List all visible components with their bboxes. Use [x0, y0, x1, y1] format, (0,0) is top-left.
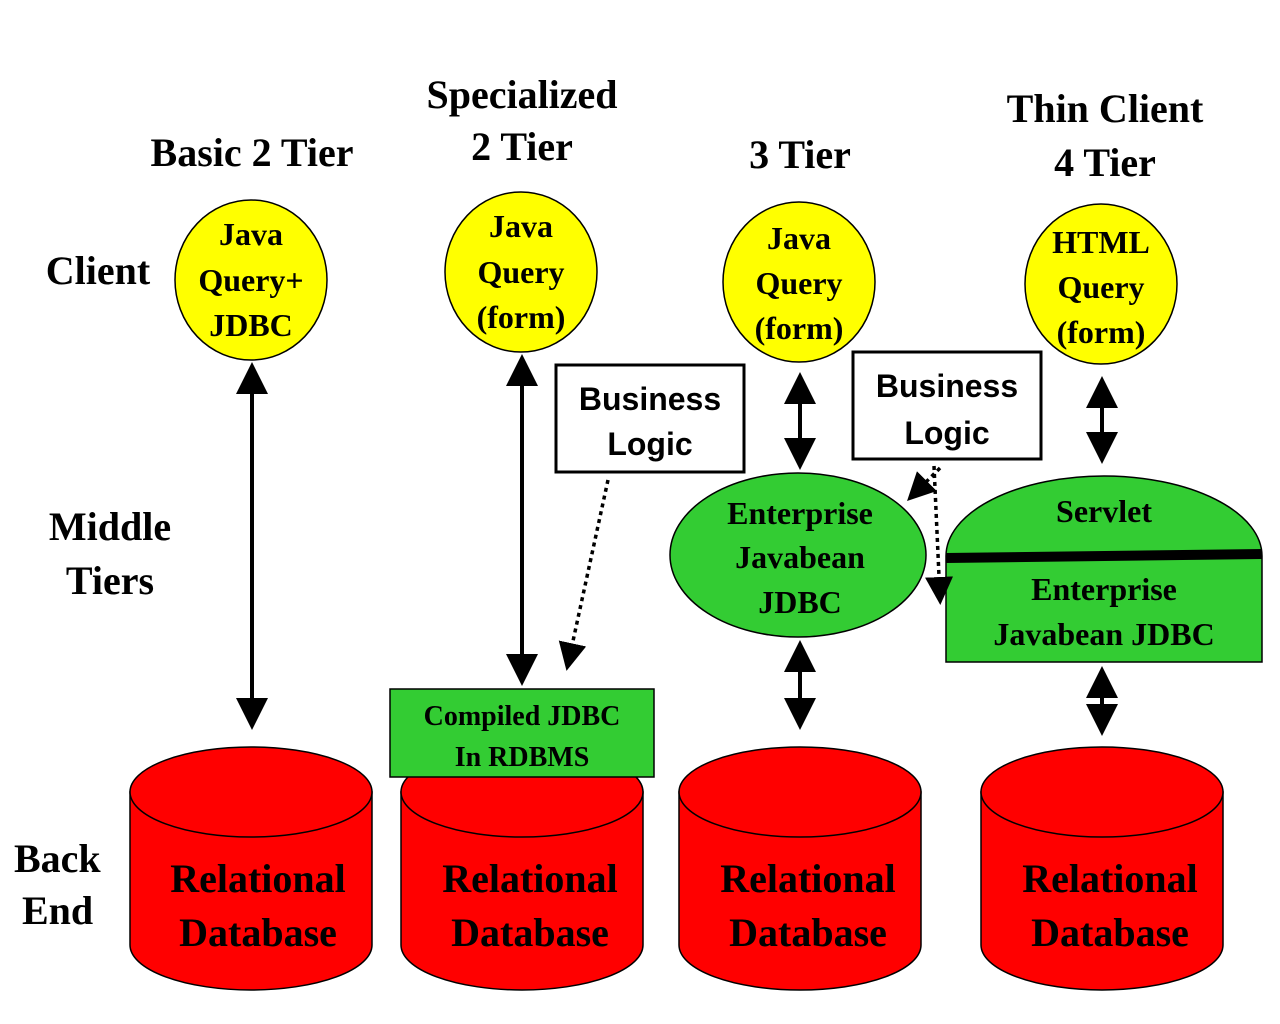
title-3-tier: 3 Tier: [749, 132, 851, 177]
database-basic-2-tier: Relational Database: [129, 746, 373, 991]
svg-text:Query+: Query+: [198, 262, 303, 298]
servlet-label: Servlet: [1056, 493, 1152, 529]
svg-text:Back: Back: [14, 836, 101, 881]
svg-text:Database: Database: [1031, 910, 1189, 955]
svg-text:Business: Business: [579, 381, 721, 417]
svg-text:(form): (form): [755, 310, 844, 346]
svg-text:Java: Java: [219, 216, 283, 252]
svg-text:Java: Java: [489, 208, 553, 244]
svg-text:3 Tier: 3 Tier: [749, 132, 851, 177]
svg-text:Enterprise: Enterprise: [727, 495, 873, 531]
svg-text:HTML: HTML: [1052, 224, 1150, 260]
business-logic-box-4-tier: Business Logic: [851, 350, 1043, 461]
client-node-specialized-2-tier: Java Query (form): [444, 191, 598, 353]
ejb-label-4-tier: Enterprise Javabean JDBC: [993, 571, 1214, 652]
svg-text:Logic: Logic: [607, 426, 692, 462]
svg-text:Relational: Relational: [720, 856, 896, 901]
svg-text:Tiers: Tiers: [66, 558, 154, 603]
arrow-business-logic-to-ejb-3tier: [907, 466, 942, 501]
database-3-tier: Relational Database: [678, 746, 922, 991]
ejb-node-3-tier: Enterprise Javabean JDBC: [669, 472, 927, 638]
svg-text:Relational: Relational: [1022, 856, 1198, 901]
svg-text:Javabean: Javabean: [735, 539, 865, 575]
client-node-thin-client-4-tier: HTML Query (form): [1024, 203, 1178, 365]
client-node-basic-2-tier: Java Query+ JDBC: [174, 199, 328, 361]
svg-text:Thin Client: Thin Client: [1007, 86, 1204, 131]
svg-text:JDBC: JDBC: [758, 584, 842, 620]
svg-text:Database: Database: [451, 910, 609, 955]
svg-text:Business: Business: [876, 368, 1018, 404]
compiled-jdbc-box: Compiled JDBC In RDBMS: [389, 688, 655, 778]
database-specialized-2-tier: Relational Database: [400, 746, 644, 991]
svg-text:Javabean JDBC: Javabean JDBC: [993, 616, 1214, 652]
row-label-back-end: Back End: [14, 836, 101, 933]
svg-text:Query: Query: [1057, 269, 1144, 305]
arrow-business-logic-to-ejb-4tier: [925, 465, 954, 605]
svg-text:Query: Query: [477, 254, 564, 290]
svg-text:2 Tier: 2 Tier: [471, 124, 573, 169]
svg-text:Client: Client: [46, 248, 151, 293]
client-node-3-tier: Java Query (form): [722, 201, 876, 363]
title-specialized-2-tier: Specialized 2 Tier: [426, 72, 617, 169]
title-thin-client-4-tier: Thin Client 4 Tier: [1007, 86, 1204, 185]
svg-text:Relational: Relational: [170, 856, 346, 901]
database-thin-client-4-tier: Relational Database: [980, 746, 1224, 991]
svg-text:Middle: Middle: [49, 504, 171, 549]
arrows: [236, 354, 1118, 736]
svg-text:End: End: [22, 888, 93, 933]
svg-text:Java: Java: [767, 220, 831, 256]
svg-text:Database: Database: [729, 910, 887, 955]
svg-text:Query: Query: [755, 265, 842, 301]
servlet-ejb-node-4-tier: Servlet Enterprise Javabean JDBC: [945, 475, 1263, 663]
row-label-middle-tiers: Middle Tiers: [49, 504, 171, 603]
svg-text:Relational: Relational: [442, 856, 618, 901]
svg-text:(form): (form): [1057, 314, 1146, 350]
business-logic-box-specialized: Business Logic: [554, 363, 746, 474]
svg-text:Enterprise: Enterprise: [1031, 571, 1177, 607]
svg-text:JDBC: JDBC: [209, 307, 293, 343]
row-label-client: Client: [46, 248, 151, 293]
svg-text:4 Tier: 4 Tier: [1054, 140, 1156, 185]
svg-text:Database: Database: [179, 910, 337, 955]
svg-text:Compiled JDBC: Compiled JDBC: [424, 701, 621, 732]
arrow-business-logic-to-compiled: [558, 479, 610, 671]
title-basic-2-tier: Basic 2 Tier: [151, 130, 354, 175]
svg-text:Basic 2 Tier: Basic 2 Tier: [151, 130, 354, 175]
svg-text:(form): (form): [477, 299, 566, 335]
svg-text:Logic: Logic: [904, 415, 989, 451]
svg-text:In RDBMS: In RDBMS: [455, 742, 590, 773]
svg-text:Specialized: Specialized: [426, 72, 617, 117]
